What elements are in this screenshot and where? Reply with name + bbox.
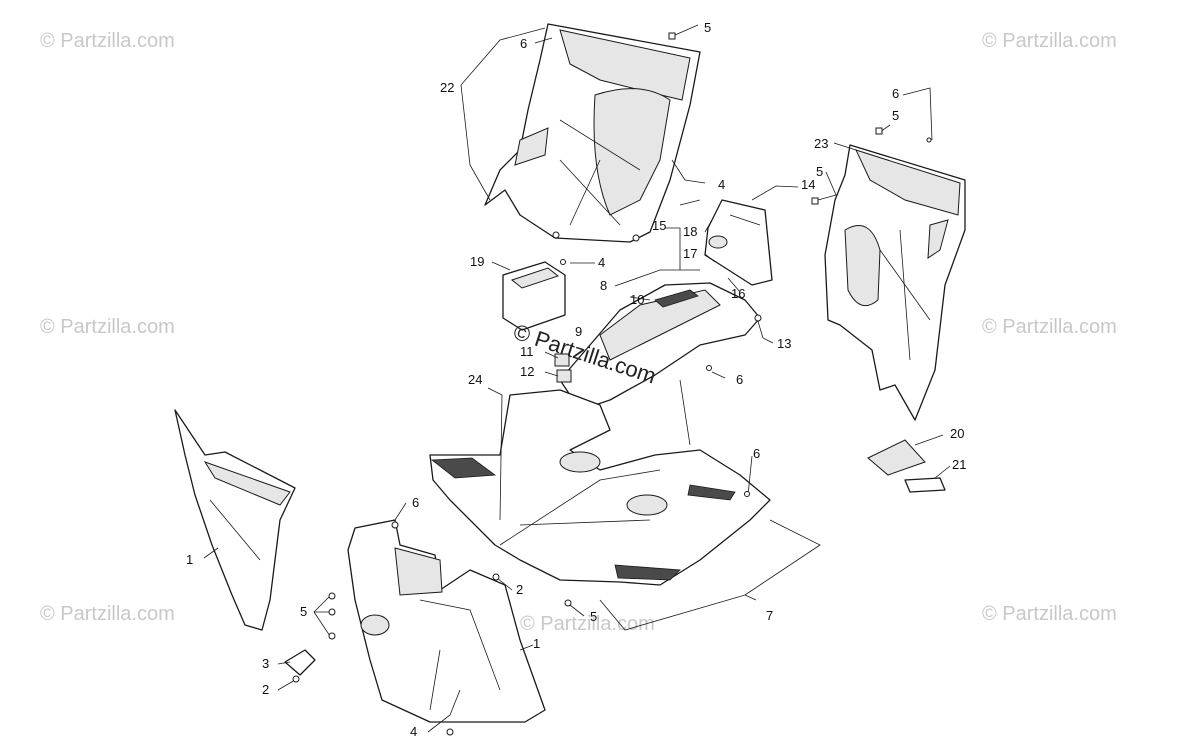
part-21-pad [904, 477, 946, 493]
bolt-6-tray [744, 491, 750, 497]
watermark-bottom-left: © Partzilla.com [40, 603, 175, 625]
callout-24: 24 [468, 372, 482, 387]
callout-5: 5 [704, 20, 711, 35]
watermark-mid-right: © Partzilla.com [982, 316, 1117, 338]
fasteners [292, 32, 932, 736]
callout-19: 19 [470, 254, 484, 269]
bolt-13 [754, 314, 762, 322]
callout-6: 6 [736, 372, 743, 387]
part-23-right-panel [811, 144, 966, 421]
callout-12: 12 [520, 364, 534, 379]
bolt-5-fender-b [328, 608, 336, 616]
part-3-cap [284, 649, 316, 676]
watermark-bottom-center: © Partzilla.com [520, 613, 655, 635]
bolt-6-right [926, 137, 932, 143]
callout-4: 4 [410, 724, 417, 739]
callout-6: 6 [892, 86, 899, 101]
watermark-mid-left: © Partzilla.com [40, 316, 175, 338]
bolt-5-right [875, 127, 883, 135]
callout-14: 14 [801, 177, 815, 192]
callout-15: 15 [652, 218, 666, 233]
part-22-upper-left-panel [484, 23, 701, 243]
watermark-top-right: © Partzilla.com [982, 30, 1117, 52]
bolt-4-bottom [446, 728, 454, 736]
bolt-6-mid [706, 365, 712, 371]
bolt-5-fender-c [328, 632, 336, 640]
callout-8: 8 [600, 278, 607, 293]
part-7-floor-tray [429, 389, 771, 586]
part-1-left-shield [174, 409, 296, 631]
callout-22: 22 [440, 80, 454, 95]
callout-1: 1 [186, 552, 193, 567]
callout-5: 5 [300, 604, 307, 619]
callout-4: 4 [598, 255, 605, 270]
part-8-center-console [554, 282, 761, 411]
callout-5: 5 [590, 609, 597, 624]
callout-2: 2 [262, 682, 269, 697]
watermark-bottom-right: © Partzilla.com [982, 603, 1117, 625]
callout-21: 21 [952, 457, 966, 472]
bolt-5-tray [564, 599, 572, 607]
bolt-2-fender [492, 573, 500, 581]
part-14-bracket [704, 199, 773, 286]
watermark-layer: © Partzilla.com © Partzilla.com © Partzi… [40, 30, 1117, 635]
part-19-bracket [502, 261, 566, 331]
part-20-pad [867, 439, 926, 476]
leader-lines [203, 24, 951, 733]
callout-6: 6 [753, 446, 760, 461]
bolt-2-cap [292, 675, 300, 683]
callout-23: 23 [814, 136, 828, 151]
bolt-5-top [668, 32, 676, 40]
callout-20: 20 [950, 426, 964, 441]
callout-17: 17 [683, 246, 697, 261]
callout-11: 11 [520, 344, 534, 359]
callout-9: 9 [575, 324, 582, 339]
callout-16: 16 [731, 286, 745, 301]
callout-7: 7 [766, 608, 773, 623]
part-1-lower-fender [347, 519, 546, 723]
callout-18: 18 [683, 224, 697, 239]
callout-4: 4 [718, 177, 725, 192]
callout-5: 5 [892, 108, 899, 123]
callout-6: 6 [412, 495, 419, 510]
callout-1: 1 [533, 636, 540, 651]
callout-10: 10 [630, 292, 644, 307]
callout-5: 5 [816, 164, 823, 179]
bolt-4-mid [560, 259, 566, 265]
bolt-6-fender [391, 521, 399, 529]
callout-13: 13 [777, 336, 791, 351]
callout-2: 2 [516, 582, 523, 597]
bolt-5-fender-a [328, 592, 336, 600]
watermark-top-left: © Partzilla.com [40, 30, 175, 52]
callout-3: 3 [262, 656, 269, 671]
callout-6: 6 [520, 36, 527, 51]
callout-labels: 6 5 22 6 5 23 5 4 14 15 18 17 19 4 8 16 … [186, 20, 966, 739]
